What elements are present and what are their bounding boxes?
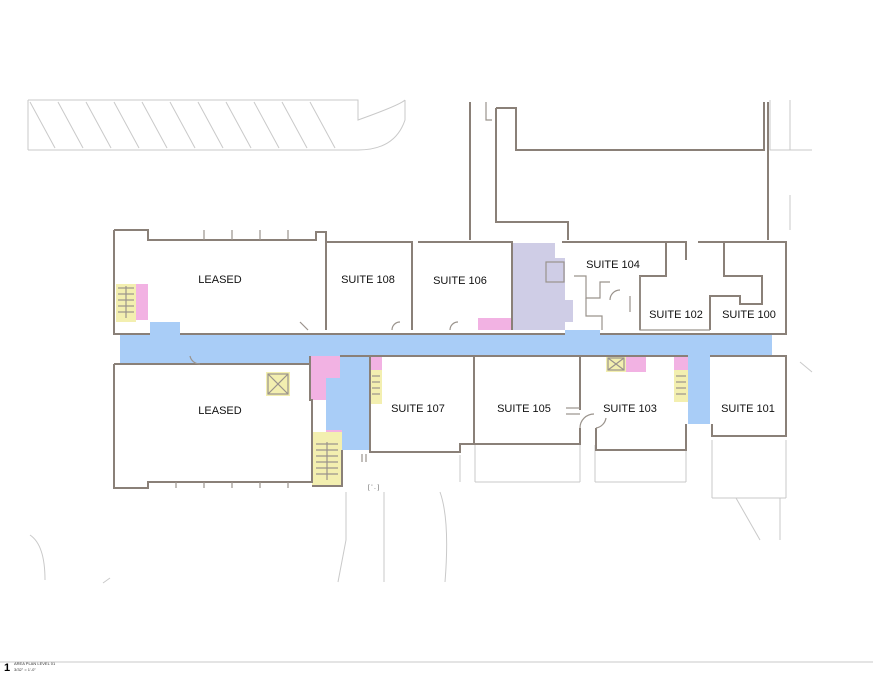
north-row-walls: [113, 229, 787, 335]
room-suite-104: SUITE 104: [586, 259, 640, 271]
restroom-core-103: [626, 356, 646, 372]
room-leased-south: LEASED: [198, 405, 241, 417]
stair-north-treads: [118, 286, 134, 318]
drawing-title: AREA PLAN LEVEL 01: [14, 661, 56, 666]
room-suite-103: SUITE 103: [603, 403, 657, 415]
parking-stripes: [29, 101, 336, 149]
restroom-core-107: [370, 356, 382, 370]
main-corridor: [120, 322, 772, 450]
restroom-core-106: [478, 318, 511, 330]
door-swings: [189, 289, 621, 429]
stair-101: [674, 370, 688, 402]
restroom-core-101: [674, 356, 688, 370]
restroom-core-west: [310, 356, 342, 450]
room-leased-north: LEASED: [198, 274, 241, 286]
room-suite-100: SUITE 100: [722, 309, 776, 321]
room-suite-106: SUITE 106: [433, 275, 487, 287]
stair-south-treads: [316, 442, 338, 480]
room-suite-107: SUITE 107: [391, 403, 445, 415]
title-block: 1 AREA PLAN LEVEL 01 3/32" = 1'-0": [4, 661, 56, 674]
south-row-walls: [113, 289, 787, 489]
site-context: [0, 99, 873, 663]
stair-107: [370, 370, 382, 404]
north-annex: [469, 102, 769, 240]
room-suite-102: SUITE 102: [649, 309, 703, 321]
stair-107-treads: [372, 375, 380, 395]
room-suite-101: SUITE 101: [721, 403, 775, 415]
room-suite-105: SUITE 105: [497, 403, 551, 415]
south-wall-ticks: [175, 407, 580, 488]
north-wall-ticks: [203, 230, 309, 331]
bracket-note: [ ' . ]: [368, 485, 379, 491]
room-labels: LEASED SUITE 108 SUITE 106 SUITE 104 SUI…: [198, 259, 776, 417]
room-suite-108: SUITE 108: [341, 274, 395, 286]
drawing-number: 1: [4, 662, 10, 674]
restroom-core-north: [136, 284, 148, 320]
vacant-zone: [513, 243, 573, 330]
drawing-scale: 3/32" = 1'-0": [14, 667, 36, 672]
stair-101-treads: [676, 375, 686, 395]
